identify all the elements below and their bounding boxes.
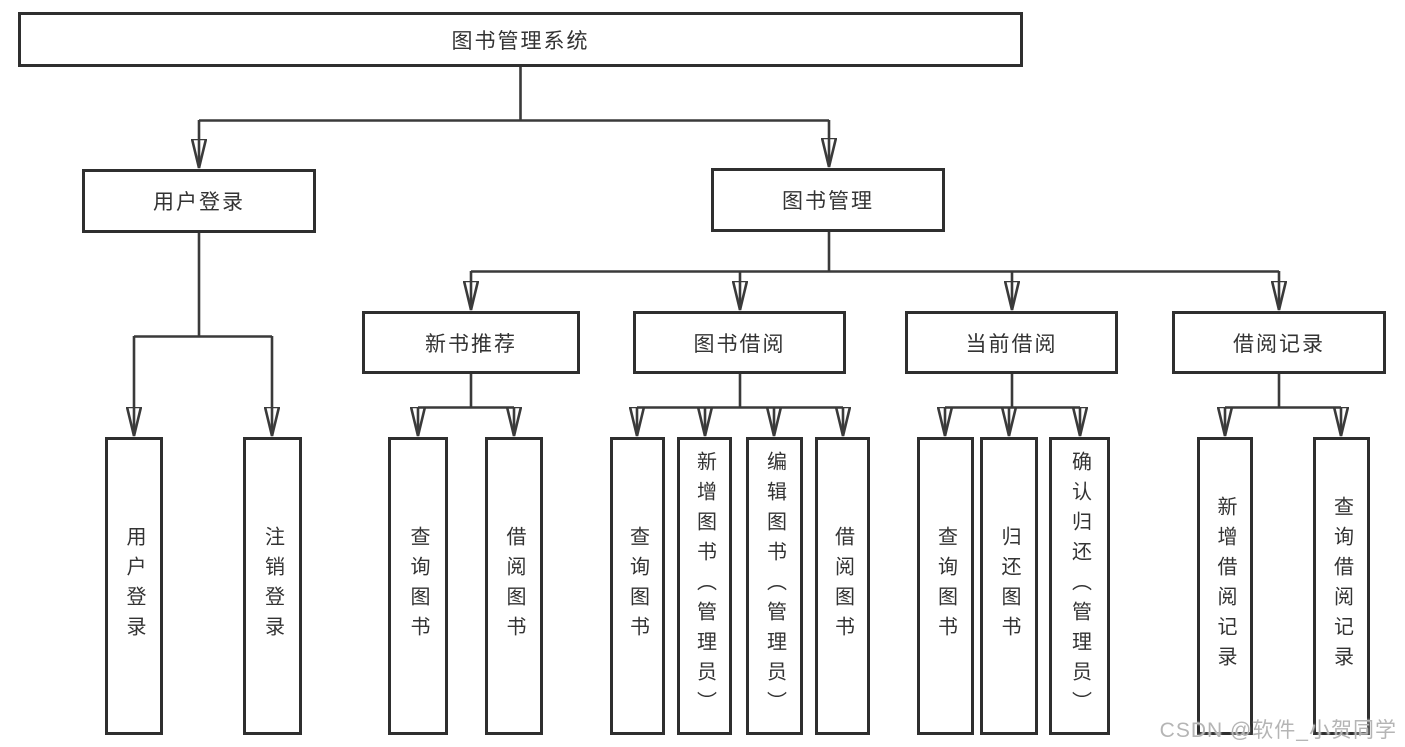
leaf-add-borrow-record: 新增借阅记录	[1197, 437, 1253, 735]
leaf-return-books: 归还图书	[980, 437, 1038, 735]
node-book-management: 图书管理	[711, 168, 945, 232]
leaf-edit-book-admin: 编辑图书（管理员）	[746, 437, 803, 735]
leaf-query-borrow-record: 查询借阅记录	[1313, 437, 1370, 735]
leaf-query-books-current: 查询图书	[917, 437, 974, 735]
leaf-borrow-books-recommend: 借阅图书	[485, 437, 543, 735]
node-user-login: 用户登录	[82, 169, 316, 233]
connector-rails	[134, 67, 1341, 409]
leaf-user-login: 用户登录	[105, 437, 163, 735]
watermark-text: CSDN @软件_小贺同学	[1159, 719, 1397, 742]
leaf-add-book-admin: 新增图书（管理员）	[677, 437, 732, 735]
node-new-book-recommend: 新书推荐	[362, 311, 580, 374]
leaf-logout: 注销登录	[243, 437, 302, 735]
leaf-query-books-borrowing: 查询图书	[610, 437, 665, 735]
leaf-query-books-recommend: 查询图书	[388, 437, 448, 735]
leaf-confirm-return-admin: 确认归还（管理员）	[1049, 437, 1110, 735]
node-book-borrowing: 图书借阅	[633, 311, 846, 374]
node-current-borrowing: 当前借阅	[905, 311, 1118, 374]
node-borrowing-records: 借阅记录	[1172, 311, 1386, 374]
leaf-borrow-books: 借阅图书	[815, 437, 870, 735]
node-library-system: 图书管理系统	[18, 12, 1023, 67]
